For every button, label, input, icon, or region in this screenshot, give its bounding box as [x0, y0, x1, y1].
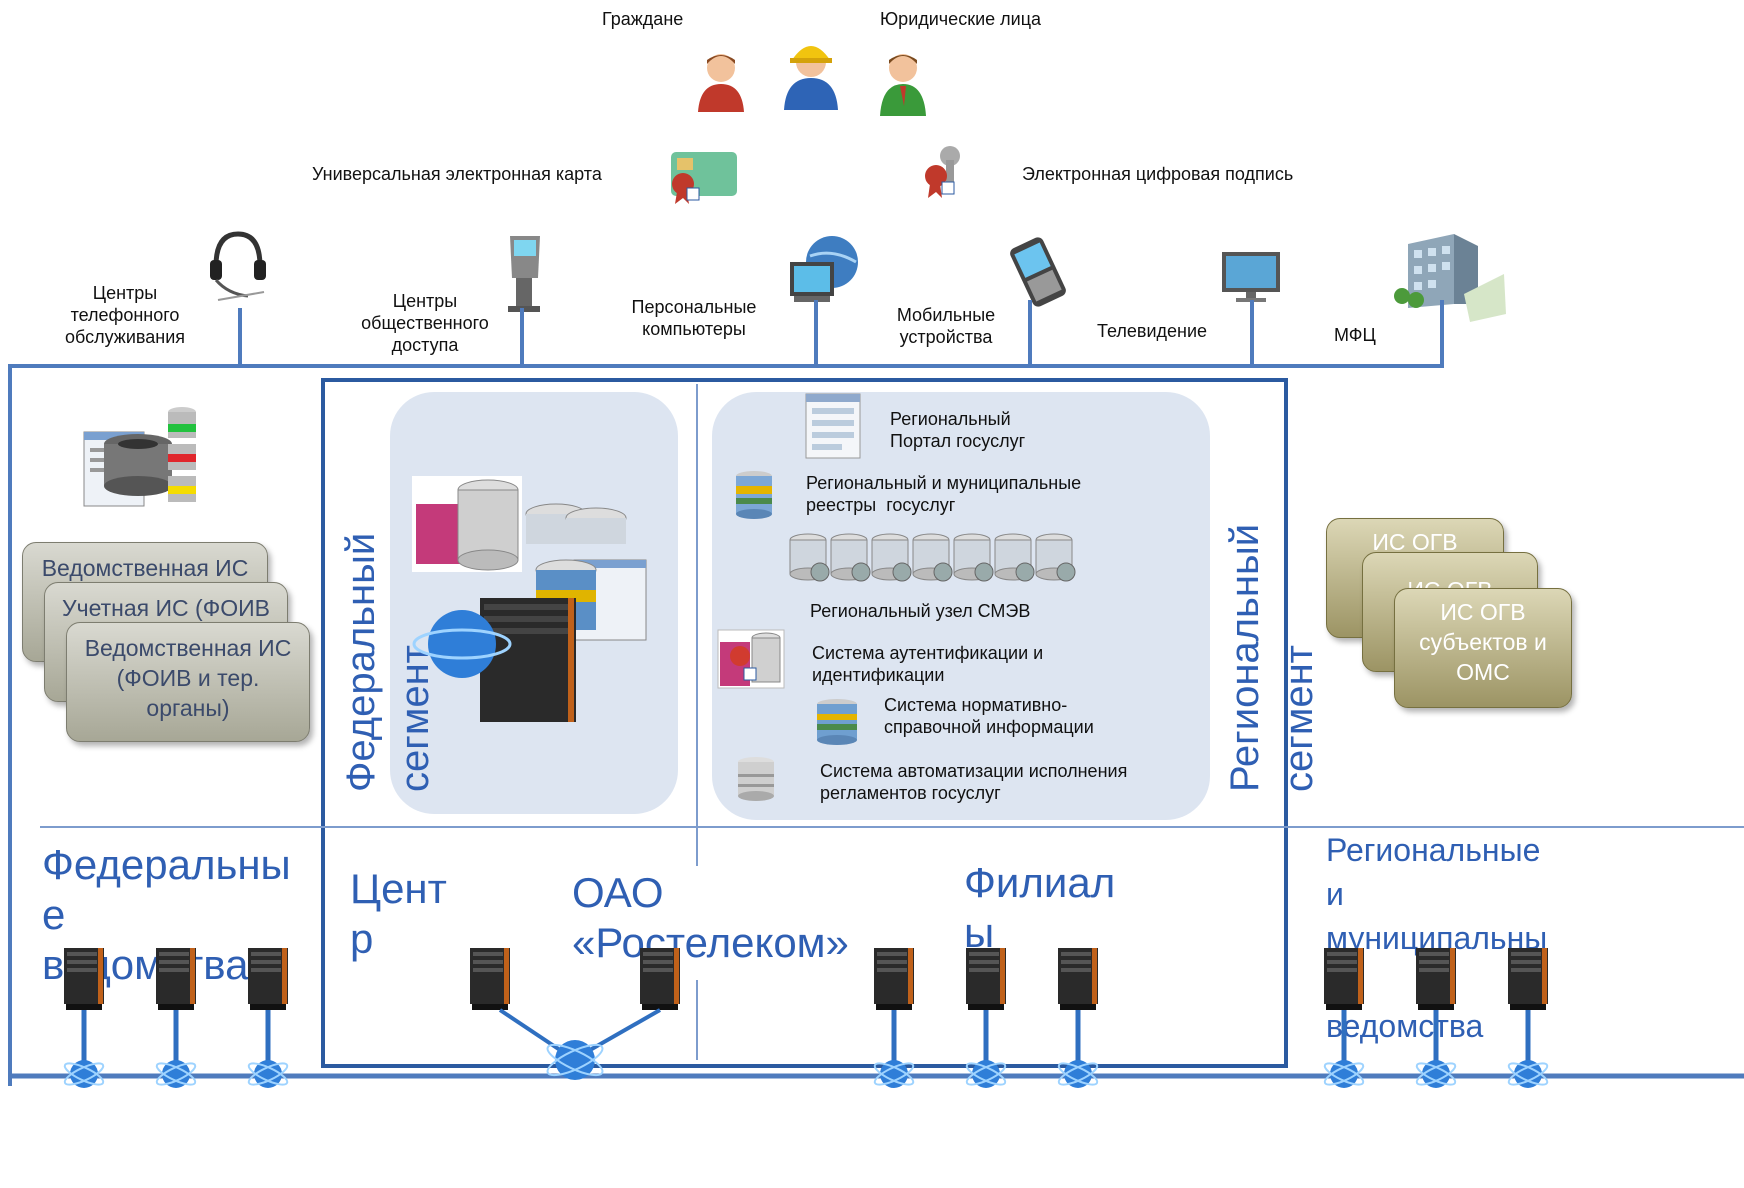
databases-stack-icon — [78, 404, 202, 520]
left-card-3: Ведомственная ИС (ФОИВ и тер. органы) — [66, 622, 310, 742]
regional-portal-label: Региональный Портал госуслуг — [890, 409, 1026, 451]
kiosk-icon — [502, 232, 546, 312]
rostelecom-frame — [321, 378, 1288, 1068]
channel-public-access-label: Центры общественного доступа — [361, 291, 489, 355]
channel-mfc-label: МФЦ — [1334, 325, 1376, 345]
network-globe-icon — [63, 1060, 105, 1088]
headset-icon — [204, 230, 268, 304]
network-globe-icon — [1323, 1060, 1365, 1088]
rack-server-icon — [248, 948, 288, 1010]
network-globe-icon — [1415, 1060, 1457, 1088]
smev-db-icon — [912, 533, 953, 582]
portal-window-icon — [804, 392, 862, 462]
smev-db-icon — [994, 533, 1035, 582]
network-globe-icon — [155, 1060, 197, 1088]
right-card-3: ИС ОГВ субъектов и ОМС — [1394, 588, 1572, 708]
smev-db-row-icon — [784, 530, 1084, 590]
federal-servers-icon — [410, 474, 650, 730]
horizontal-divider — [40, 826, 1744, 828]
rack-server-icon — [64, 948, 104, 1010]
smev-db-icon — [789, 533, 830, 582]
left-card-1-text: Ведомственная ИС — [41, 555, 249, 581]
left-card-2-text: Учетная ИС (ФОИВ — [62, 595, 270, 621]
network-globe-icon — [247, 1060, 289, 1088]
rack-server-icon — [1324, 948, 1364, 1010]
legal-entities-label: Юридические лица — [880, 9, 1042, 29]
tv-connector — [1250, 300, 1254, 366]
rack-server-icon — [874, 948, 914, 1010]
citizens-label: Граждане — [602, 9, 684, 29]
rack-server-icon — [1058, 948, 1098, 1010]
network-globe-icon — [1057, 1060, 1099, 1088]
rostelecom-label: ОАО «Ростелеком» — [572, 869, 849, 966]
mobile-connector — [1028, 300, 1032, 366]
mobile-phone-icon — [1000, 236, 1076, 308]
channel-pc-label: Персональные компьютеры — [631, 297, 757, 339]
top-bus-line — [10, 364, 1444, 368]
registry-db-icon — [734, 470, 774, 520]
globe-computer-icon — [786, 234, 860, 308]
network-globe-icon — [965, 1060, 1007, 1088]
pc-connector — [814, 300, 818, 366]
channel-tv-label: Телевидение — [1097, 321, 1208, 341]
rack-server-icon — [1416, 948, 1456, 1010]
mfc-connector — [1440, 300, 1444, 366]
nsi-db-icon — [814, 698, 860, 746]
nsi-label: Система нормативно- справочной информаци… — [884, 695, 1094, 737]
right-card-1-text: ИС ОГВ — [1372, 529, 1458, 555]
channel-phone-centers-label: Центры телефонного обслуживания — [64, 283, 186, 347]
center-label: Цент р — [350, 865, 447, 962]
mfc-building-icon — [1394, 234, 1508, 324]
smev-db-icon — [871, 533, 912, 582]
digital-signature-label: Электронная цифровая подпись — [1022, 164, 1294, 184]
businessman-person-icon — [876, 50, 930, 116]
network-globe-icon — [546, 1040, 604, 1080]
left-outer-line — [8, 364, 12, 1086]
network-globe-icon — [1507, 1060, 1549, 1088]
network-globe-icon — [873, 1060, 915, 1088]
rack-server-icon — [640, 948, 680, 1010]
smev-db-icon — [1035, 533, 1076, 582]
rack-server-icon — [470, 948, 510, 1010]
left-card-3-text: Ведомственная ИС (ФОИВ и тер. органы) — [84, 635, 292, 721]
channel-mobile-label: Мобильные устройства — [896, 305, 996, 347]
smart-card-icon — [667, 150, 739, 206]
rostelecom-link-right — [589, 1008, 661, 1052]
registries-label: Региональный и муниципальные реестры гос… — [806, 473, 1082, 515]
auth-system-icon — [716, 628, 786, 690]
auth-system-label: Система аутентификации и идентификации — [812, 643, 1044, 685]
key-signature-icon — [920, 140, 968, 204]
kiosk-connector — [520, 308, 524, 366]
phone-connector — [238, 308, 242, 366]
right-card-3-text: ИС ОГВ субъектов и ОМС — [1419, 599, 1547, 685]
automation-label: Система автоматизации исполнения регламе… — [820, 761, 1128, 803]
rack-server-icon — [1508, 948, 1548, 1010]
rack-server-icon — [966, 948, 1006, 1010]
center-divider-lower — [696, 980, 698, 1060]
smev-db-icon — [830, 533, 871, 582]
rack-server-icon — [156, 948, 196, 1010]
regional-panel — [712, 392, 1210, 820]
automation-db-icon — [736, 756, 776, 802]
smev-node-label: Региональный узел СМЭВ — [810, 601, 1031, 621]
worker-person-icon — [780, 34, 842, 110]
smev-db-icon — [953, 533, 994, 582]
center-divider-upper — [696, 384, 698, 866]
rostelecom-link-left — [498, 1008, 562, 1052]
citizen-person-icon — [694, 50, 748, 112]
universal-card-label: Универсальная электронная карта — [312, 164, 602, 184]
